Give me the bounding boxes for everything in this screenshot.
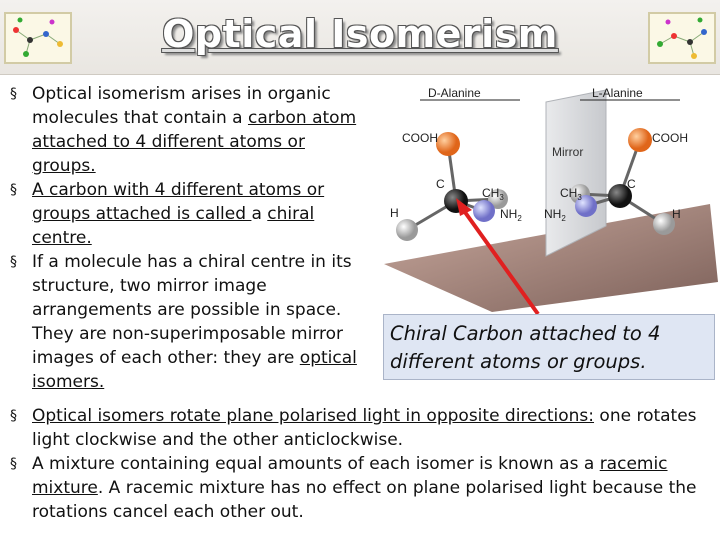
bullet-text: chiral centre. (32, 204, 315, 248)
svg-text:H: H (390, 206, 399, 220)
bullet-text: racemic mixture (32, 454, 668, 498)
bullet-text: A mixture containing equal amounts of ea… (32, 454, 600, 474)
svg-text:CH3: CH3 (560, 186, 582, 202)
page-title: Optical Isomerism (162, 12, 558, 56)
bullet-marker-icon: § (10, 456, 17, 472)
cooh-atom-right (628, 128, 652, 152)
h-atom-right (653, 213, 675, 235)
bullet-item: § A mixture containing equal amounts of e… (8, 452, 720, 524)
molecule-decoration-right (648, 12, 716, 64)
title-bar: Optical Isomerism (0, 0, 720, 75)
ch3-atom-left (488, 189, 508, 209)
bullet-text: one rotates light clockwise and the othe… (32, 406, 697, 450)
floor-plane (384, 204, 718, 312)
svg-text:NH2: NH2 (544, 207, 566, 223)
svg-text:H: H (672, 207, 681, 221)
upper-bullet-list: § Optical isomerism arises in organic mol… (8, 82, 368, 394)
bullet-text: . A racemic mixture has no effect on pla… (32, 478, 697, 522)
bullet-text: Optical isomers rotate plane polarised l… (32, 406, 595, 426)
callout-arrow (456, 198, 540, 316)
chiral-carbon-right (608, 184, 632, 208)
lower-bullet-list: § Optical isomers rotate plane polarised … (8, 404, 720, 524)
cooh-atom-left (436, 132, 460, 156)
bullet-item: § Optical isomers rotate plane polarised … (8, 404, 720, 452)
d-alanine-molecule: COOH C CH3 H NH2 (390, 131, 522, 241)
bullet-text: a (251, 204, 268, 224)
bullet-marker-icon: § (10, 182, 17, 198)
d-alanine-label: D-Alanine (428, 86, 481, 100)
nh2-atom-right (575, 195, 597, 217)
bullet-marker-icon: § (10, 254, 17, 270)
svg-text:C: C (436, 177, 445, 191)
bullet-text: If a molecule has a chiral centre in its… (32, 252, 352, 368)
bullet-item: § A carbon with 4 different atoms or grou… (8, 178, 368, 250)
svg-text:C: C (627, 177, 636, 191)
l-alanine-molecule: COOH C CH3 H NH2 (544, 128, 688, 235)
bullet-marker-icon: § (10, 408, 17, 424)
alanine-enantiomer-diagram: D-Alanine L-Alanine Mirror COOH C CH3 H … (380, 76, 720, 316)
bullet-item: § If a molecule has a chiral centre in it… (8, 250, 368, 394)
bullet-text: optical isomers. (32, 348, 357, 392)
chiral-carbon-callout: Chiral Carbon attached to 4 different at… (383, 314, 715, 380)
svg-text:CH3: CH3 (482, 186, 504, 202)
bullet-text: Optical isomerism arises in organic mole… (32, 84, 331, 128)
mirror-label: Mirror (552, 145, 583, 159)
bullet-item: § Optical isomerism arises in organic mol… (8, 82, 368, 178)
h-atom-left (396, 219, 418, 241)
bullet-text: carbon atom attached to 4 different atom… (32, 108, 357, 176)
bullet-text: A carbon with 4 different atoms or group… (32, 180, 325, 224)
bullet-marker-icon: § (10, 86, 17, 102)
svg-text:COOH: COOH (402, 131, 438, 145)
nh2-atom-left (473, 200, 495, 222)
svg-text:COOH: COOH (652, 131, 688, 145)
svg-text:NH2: NH2 (500, 207, 522, 223)
molecule-decoration-left (4, 12, 72, 64)
l-alanine-label: L-Alanine (592, 86, 643, 100)
